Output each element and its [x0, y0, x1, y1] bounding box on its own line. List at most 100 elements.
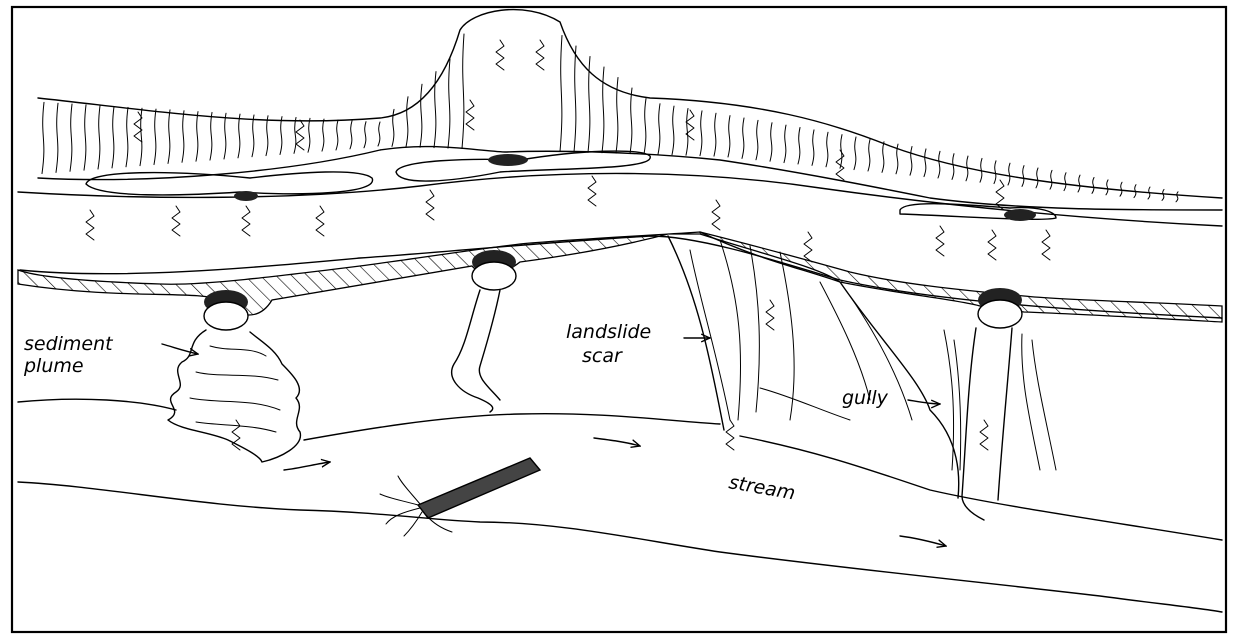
cutbank-stripe — [252, 115, 254, 157]
cutbank-stripe — [868, 139, 870, 171]
cutbank-stripe — [378, 122, 380, 146]
runoff-squiggle — [588, 176, 596, 206]
cutbank-stripe — [420, 84, 422, 147]
cutbank-stripe — [924, 149, 926, 177]
cutbank-stripe — [560, 36, 562, 152]
runoff-squiggle — [316, 206, 324, 236]
ditch-puddles — [86, 151, 1056, 219]
label-gully: gully — [842, 387, 889, 409]
runoff-squiggle — [804, 232, 812, 262]
runoff-squiggle — [426, 190, 434, 220]
cutbank-stripe — [70, 104, 72, 171]
runoff-squiggle — [766, 300, 774, 330]
cutbank-stripe — [406, 97, 408, 147]
cutbank-stripe — [56, 103, 58, 172]
runoff-squiggle — [242, 206, 250, 236]
cutbank-stripe — [1162, 189, 1164, 200]
cutbank-stripe — [84, 105, 86, 170]
cutbank-stripe — [336, 120, 338, 150]
cutbank-stripe — [574, 46, 576, 152]
cutbank-stripe — [1092, 177, 1094, 193]
cutbank-stripe — [686, 108, 688, 155]
cutbank-stripe — [1078, 175, 1080, 192]
cutbank-stripe — [854, 137, 856, 170]
cutbank-stripe — [672, 106, 674, 155]
cutbank-stripe — [756, 120, 758, 159]
upper-road — [18, 10, 1222, 318]
cutbank-stripe — [882, 142, 884, 173]
cutbank-stripe — [1036, 168, 1038, 188]
cutbank-stripe — [294, 117, 296, 153]
runoff-squiggle — [536, 40, 544, 70]
runoff-squiggle — [296, 120, 304, 150]
cutbank-stripe — [644, 99, 646, 154]
runoff-squiggle — [936, 226, 944, 256]
cutbank-stripe — [112, 107, 114, 168]
cutbank-stripe — [154, 109, 156, 164]
cutbank-stripe — [798, 128, 800, 165]
cutbank-stripe — [168, 110, 170, 164]
cutbank-stripe — [1120, 182, 1122, 196]
cutbank-stripe — [910, 147, 912, 176]
cutbank-stripe — [350, 121, 352, 149]
label-scar: scar — [582, 345, 623, 367]
runoff-squiggle — [496, 40, 504, 70]
cutbank-stripe — [602, 67, 604, 153]
label-sediment: sediment — [24, 333, 114, 355]
label-plume: plume — [23, 355, 84, 377]
cutbank-stripe — [364, 122, 366, 148]
runoff-squiggle — [988, 230, 996, 260]
cutbank-stripe — [182, 111, 184, 163]
cutbank-stripe — [224, 113, 226, 159]
cutbank-stripe — [700, 111, 702, 156]
runoff-squiggle — [836, 150, 844, 180]
cutbank-stripe — [714, 113, 716, 156]
cutbank-stripe — [784, 125, 786, 162]
cutbank-stripe — [1022, 166, 1024, 187]
runoff-squiggle — [86, 210, 94, 240]
cutbank-stripe — [630, 88, 632, 154]
cutbank-stripe — [994, 161, 996, 184]
cutbank-stripe — [322, 119, 324, 151]
cutbank-stripe — [98, 106, 100, 169]
cutbank-stripe — [1106, 180, 1108, 195]
cutbank-stripe — [826, 132, 828, 167]
log-icon — [380, 458, 540, 536]
cutbank-stripe — [728, 116, 730, 157]
cutbank-stripe — [952, 154, 954, 180]
fill-slope-hatched — [18, 232, 1222, 322]
cutbank-stripe — [938, 151, 940, 178]
label-arrows — [162, 338, 940, 404]
cutbank-stripe — [770, 123, 772, 161]
cutbank-stripe — [1008, 163, 1010, 185]
runoff-squiggle — [172, 206, 180, 236]
label-landslide: landslide — [566, 321, 651, 343]
cutbank-stripe — [280, 117, 282, 155]
runoff-squiggle — [712, 200, 720, 230]
cutbank-stripe — [1176, 192, 1178, 202]
cutbank-stripe — [1050, 170, 1052, 189]
cutbank-stripe — [238, 114, 240, 158]
cutbank-stripe — [812, 130, 814, 166]
runoff-squiggle — [466, 100, 474, 130]
runoff-squiggle — [726, 420, 734, 450]
diagram-frame — [12, 7, 1226, 632]
cutbank-stripe — [658, 104, 660, 155]
cutbank-stripe — [1064, 173, 1066, 191]
cutbank-stripe — [266, 116, 268, 156]
cutbank-stripe — [462, 34, 464, 149]
culvert-rill — [452, 290, 500, 412]
cutbank-stripe — [742, 118, 744, 158]
runoff-squiggle — [1042, 230, 1050, 260]
cutbank-stripe — [448, 59, 450, 148]
runoff-squiggle — [980, 420, 988, 450]
cutbank-stripe — [308, 118, 310, 152]
cutbank-stripe — [126, 107, 128, 166]
label-stream: stream — [727, 471, 797, 504]
flow-arrow-icon — [284, 438, 946, 546]
cutbank-stripe — [196, 112, 198, 162]
cutbank-stripe — [42, 102, 44, 173]
cutbank-stripe — [210, 112, 212, 160]
